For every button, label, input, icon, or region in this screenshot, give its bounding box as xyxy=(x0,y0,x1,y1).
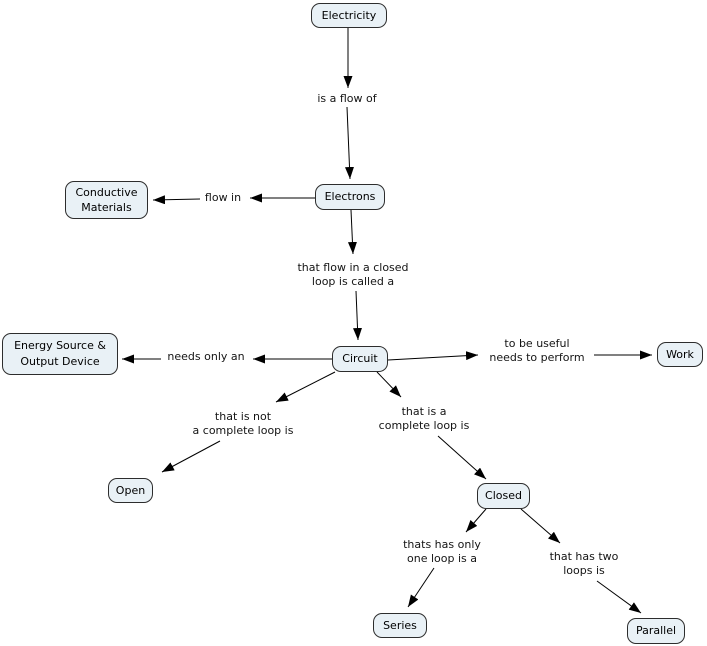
edge-circuit-to-to-be-useful xyxy=(387,351,479,361)
node-label: Energy Source & xyxy=(14,339,106,352)
node-label: Electrons xyxy=(324,190,376,203)
link-label-thats-has-only-one-loop[interactable]: thats has only one loop is a xyxy=(403,538,481,565)
node-label: Output Device xyxy=(20,355,100,368)
node-label: Work xyxy=(666,347,694,361)
edge-electrons-to-closed-loop xyxy=(347,209,357,255)
edge-that-is-a-to-closed xyxy=(437,435,487,480)
link-label-closed-loop-is-called-a[interactable]: that flow in a closed loop is called a xyxy=(297,261,409,288)
node-label: Parallel xyxy=(635,624,677,637)
node-open[interactable]: Open xyxy=(108,478,153,503)
node-work[interactable]: Work xyxy=(657,342,703,367)
edge-circuit-to-that-is-a xyxy=(376,371,402,398)
node-series[interactable]: Series xyxy=(373,613,427,638)
edge-that-is-not-to-open xyxy=(161,440,221,473)
edge-circuit-to-that-is-not xyxy=(275,371,336,403)
node-energy-source-output-device[interactable]: Energy Source & Output Device xyxy=(2,333,118,375)
node-closed[interactable]: Closed xyxy=(477,483,530,509)
node-circuit[interactable]: Circuit xyxy=(332,346,388,372)
node-label: Series xyxy=(383,618,417,632)
node-label: Open xyxy=(115,483,146,497)
link-label-needs-only-an[interactable]: needs only an xyxy=(167,350,245,363)
link-label-flow-in[interactable]: flow in xyxy=(204,191,242,204)
edge-thats-has-only-to-series xyxy=(407,567,435,608)
edge-that-has-two-to-parallel xyxy=(596,580,642,614)
edge-closed-to-thats-has-only xyxy=(465,508,487,533)
edge-closed-to-that-has-two xyxy=(520,508,561,544)
node-label: Materials xyxy=(81,201,132,214)
link-label-is-a-flow-of[interactable]: is a flow of xyxy=(317,92,377,105)
link-label-that-has-two-loops[interactable]: that has two loops is xyxy=(549,550,619,577)
node-label: Conductive xyxy=(75,186,138,199)
node-parallel[interactable]: Parallel xyxy=(627,618,685,644)
edge-is-a-flow-of-to-electrons xyxy=(345,106,354,180)
edge-closed-loop-to-circuit xyxy=(353,290,363,341)
link-label-to-be-useful-needs-to-perform[interactable]: to be useful needs to perform xyxy=(489,337,585,364)
node-label: Circuit xyxy=(342,352,378,365)
link-label-that-is-not-a-complete-loop[interactable]: that is not a complete loop is xyxy=(192,410,294,437)
node-conductive-materials[interactable]: Conductive Materials xyxy=(65,181,148,219)
link-label-that-is-a-complete-loop[interactable]: that is a complete loop is xyxy=(378,405,470,432)
node-label: Closed xyxy=(485,489,522,502)
node-electricity[interactable]: Electricity xyxy=(311,3,387,28)
node-electrons[interactable]: Electrons xyxy=(315,184,385,210)
node-label: Electricity xyxy=(321,8,377,22)
edge-flow-in-to-conductive-materials xyxy=(152,195,201,205)
